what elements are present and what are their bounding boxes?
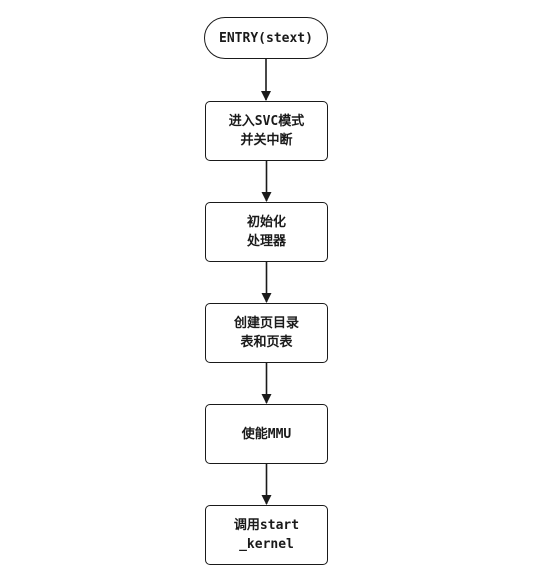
node-label-line: 处理器 bbox=[246, 234, 286, 249]
process-box-page-tables: 创建页目录 表和页表 bbox=[205, 303, 328, 363]
node-label-line: 表和页表 bbox=[240, 335, 293, 350]
node-label-line: 进入SVC模式 bbox=[228, 114, 305, 129]
start-terminator-entry: ENTRY(stext) bbox=[204, 17, 328, 59]
node-label-line: 使能MMU bbox=[241, 426, 292, 442]
process-box-init-processor: 初始化 处理器 bbox=[205, 202, 328, 262]
node-label-line: _kernel bbox=[239, 537, 294, 552]
node-label-line: 初始化 bbox=[246, 215, 286, 230]
node-label-line: ENTRY(stext) bbox=[219, 30, 313, 46]
process-box-svc-mode: 进入SVC模式 并关中断 bbox=[205, 101, 328, 161]
node-label-line: 调用start bbox=[233, 518, 300, 533]
process-box-start-kernel: 调用start _kernel bbox=[205, 505, 328, 565]
process-box-enable-mmu: 使能MMU bbox=[205, 404, 328, 464]
node-label-line: 并关中断 bbox=[240, 133, 293, 148]
node-label-line: 创建页目录 bbox=[233, 316, 299, 331]
